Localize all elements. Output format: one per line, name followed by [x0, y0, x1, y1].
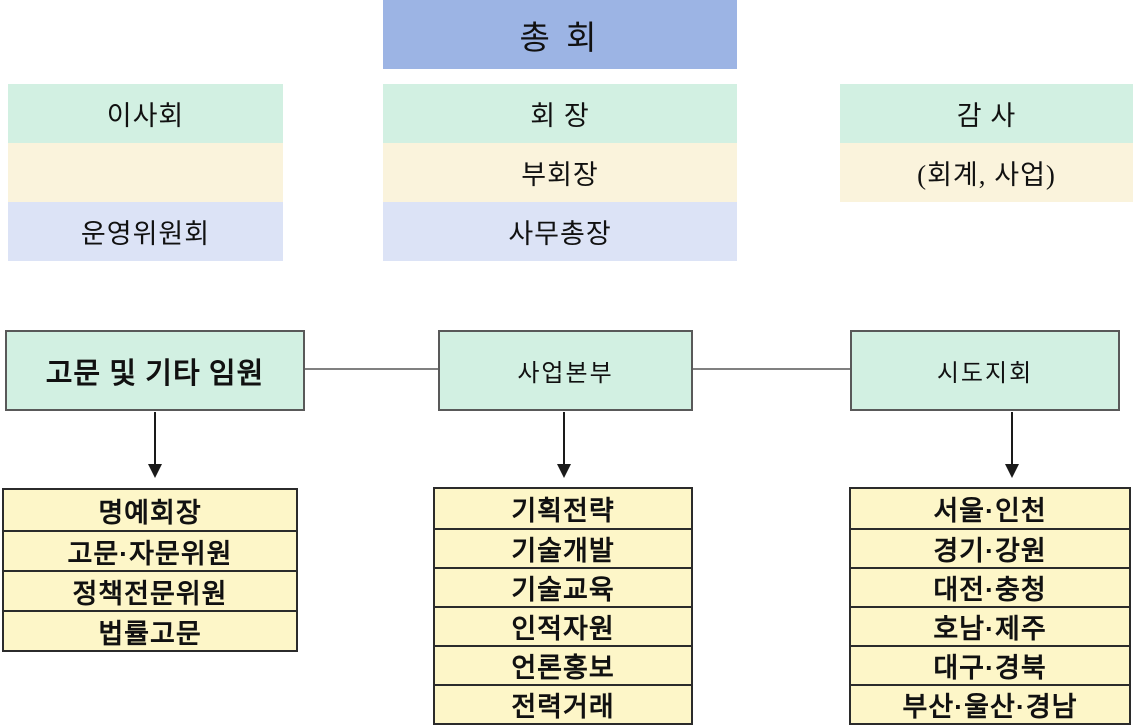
- regional-chapters-list: 서울·인천 경기·강원 대전·충청 호남·제주 대구·경북 부산·울산·경남: [849, 487, 1131, 725]
- business-hq-header-box: 사업본부: [438, 330, 693, 411]
- list-item: 언론홍보: [435, 645, 691, 684]
- board-empty-band: [8, 143, 283, 202]
- list-item: 경기·강원: [851, 528, 1129, 567]
- advisors-header-box: 고문 및 기타 임원: [5, 330, 305, 411]
- down-arrow-center-line: [563, 412, 565, 465]
- list-item: 기술교육: [435, 567, 691, 606]
- advisors-list: 명예회장 고문·자문위원 정책전문위원 법률고문: [2, 488, 298, 652]
- list-item: 부산·울산·경남: [851, 684, 1129, 723]
- auditor-box: 감 사: [840, 84, 1133, 143]
- list-item: 고문·자문위원: [4, 530, 296, 570]
- board-box: 이사회: [8, 84, 283, 143]
- down-arrow-left-line: [154, 412, 156, 465]
- list-item: 인적자원: [435, 606, 691, 645]
- down-arrow-left-head-icon: [148, 464, 162, 478]
- regional-chapters-header-box: 시도지회: [850, 330, 1120, 411]
- business-divisions-list: 기획전략 기술개발 기술교육 인적자원 언론홍보 전력거래: [433, 487, 693, 725]
- connector-line-left: [305, 368, 438, 370]
- list-item: 기술개발: [435, 528, 691, 567]
- list-item: 명예회장: [98, 497, 202, 528]
- auditor-scope-box: (회계, 사업): [840, 143, 1133, 202]
- list-item: 법률고문: [4, 610, 296, 650]
- down-arrow-right-line: [1011, 412, 1013, 465]
- connector-line-right: [693, 368, 850, 370]
- down-arrow-center-head-icon: [557, 464, 571, 478]
- assembly-box: 총 회: [383, 0, 737, 69]
- secretary-general-box: 사무총장: [383, 202, 737, 261]
- list-item: 기획전략: [511, 496, 615, 526]
- list-item: 대전·충청: [851, 567, 1129, 606]
- list-item: 정책전문위원: [4, 570, 296, 610]
- list-item: 서울·인천: [933, 496, 1047, 526]
- steering-committee-box: 운영위원회: [8, 202, 283, 261]
- list-item: 호남·제주: [851, 606, 1129, 645]
- president-box: 회 장: [383, 84, 737, 143]
- list-item: 전력거래: [435, 684, 691, 723]
- list-item: 대구·경북: [851, 645, 1129, 684]
- vice-president-box: 부회장: [383, 143, 737, 202]
- down-arrow-right-head-icon: [1005, 464, 1019, 478]
